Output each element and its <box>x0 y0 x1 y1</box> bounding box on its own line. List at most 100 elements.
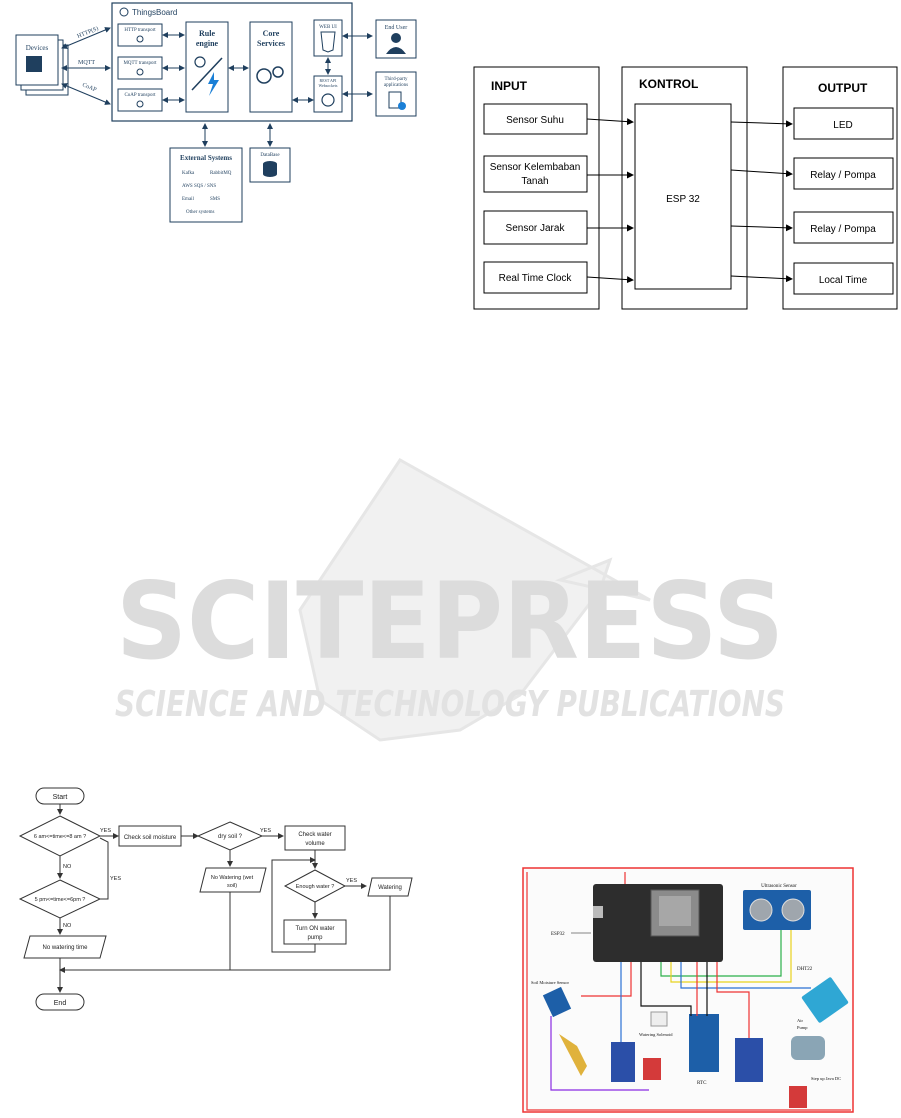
output-box-local-time <box>793 262 894 295</box>
thingsboard-logo-icon <box>119 7 129 17</box>
watering-label: Watering <box>378 885 402 891</box>
input-sensor-jarak: Sensor Jarak <box>506 223 566 234</box>
dht22-sensor <box>801 977 849 1023</box>
gears-icon <box>256 68 272 84</box>
output-title: OUTPUT <box>818 81 868 95</box>
pump-label-2: Pump <box>797 1025 808 1030</box>
end-node <box>35 993 85 1011</box>
no-watering-time-label: No watering time <box>42 945 88 951</box>
gear-icon <box>136 68 144 76</box>
input-sensor-kelembaban: Sensor Kelembaban <box>490 162 581 173</box>
watermark-sub: SCIENCE AND TECHNOLOGY PUBLICATIONS <box>115 684 785 725</box>
time2-no: NO <box>63 923 72 929</box>
core-services-label-2: Services <box>257 39 285 48</box>
control-title: KONTROL <box>639 77 698 91</box>
watermark-mountain-shape <box>298 458 651 742</box>
soil-probe <box>559 1034 587 1076</box>
pump-label-1: Air <box>797 1018 804 1023</box>
block-diagram: INPUT KONTROL OUTPUT Sensor Suhu Sensor … <box>473 66 898 310</box>
input-box-jarak <box>483 210 588 245</box>
input-title: INPUT <box>491 79 528 93</box>
turn-on-pump-node <box>283 919 347 945</box>
output-box-led <box>793 107 894 140</box>
core-services-box <box>249 21 293 113</box>
no-watering-wet-node <box>199 867 267 893</box>
external-other: Other systems <box>186 210 215 215</box>
enough-water-label: Enough water ? <box>296 884 335 890</box>
stepup-left <box>643 1058 661 1080</box>
external-systems-box <box>169 147 243 223</box>
scitepress-watermark: SCITEPRESS SCIENCE AND TECHNOLOGY PUBLIC… <box>115 458 785 742</box>
time2-label: 5 pm<=time<=6pm ? <box>35 897 86 903</box>
protocol-coap: CoAP <box>81 82 97 93</box>
solenoid-label: Watering Solenoid <box>639 1032 673 1037</box>
external-rabbitmq: RabbitMQ <box>210 171 232 176</box>
external-sms: SMS <box>210 197 220 202</box>
rule-engine-box <box>185 21 229 113</box>
end-user-label: End User <box>385 25 408 31</box>
check-soil-label: Check soil moisture <box>124 835 177 841</box>
input-rtc: Real Time Clock <box>499 273 573 284</box>
turn-on-1: Turn ON water <box>295 926 334 932</box>
stepup-right <box>789 1086 807 1108</box>
start-label: Start <box>53 794 68 801</box>
esp32-box <box>634 103 732 290</box>
input-box-rtc <box>483 261 588 294</box>
document-icon <box>388 91 402 109</box>
wires <box>526 872 851 1111</box>
output-relay-2: Relay / Pompa <box>810 224 876 235</box>
output-box-relay-1 <box>793 157 894 190</box>
time1-yes: YES <box>100 828 111 834</box>
thingsboard-architecture-diagram: Devices HTTP(S) MQTT CoAP ThingsBoard HT… <box>15 2 417 223</box>
dht22-label: DHT22 <box>797 967 813 972</box>
gears-icon <box>272 66 284 78</box>
output-relay-1: Relay / Pompa <box>810 170 876 181</box>
third-party-label-2: applications <box>384 83 408 88</box>
dry-soil-label: dry soil ? <box>218 834 243 840</box>
air-pump <box>791 1036 825 1060</box>
external-systems-title: External Systems <box>180 154 232 162</box>
dry-soil-yes: YES <box>260 828 271 834</box>
gears-icon <box>194 56 206 68</box>
check-water-2: volume <box>305 841 325 847</box>
watering-node <box>367 877 413 897</box>
input-box-kelembaban <box>483 155 588 193</box>
watering-solenoid <box>650 1011 668 1027</box>
rtc-module <box>689 1014 719 1072</box>
relay-module-left <box>611 1042 635 1082</box>
output-local-time: Local Time <box>819 275 868 286</box>
soil-label: Soil Moisture Sensor <box>531 980 570 985</box>
devices-stack: Devices <box>15 34 69 96</box>
external-email: Email <box>182 197 195 202</box>
web-ui-box <box>313 19 343 57</box>
watermark-main: SCITEPRESS <box>116 560 784 683</box>
transport-coap: CoAP transport <box>124 93 156 98</box>
thingsboard-brand: ThingsBoard <box>132 8 177 17</box>
rtc-label: RTC <box>697 1081 707 1086</box>
transport-mqtt: MQTT transport <box>123 61 157 66</box>
turn-on-2: pump <box>307 935 323 941</box>
output-box-relay-2 <box>793 211 894 244</box>
transport-boxes: HTTP transport MQTT transport CoAP trans… <box>117 23 163 112</box>
core-services-label-1: Core <box>263 29 280 38</box>
rule-engine-label-2: engine <box>196 39 219 48</box>
external-kafka: Kafka <box>182 171 195 176</box>
third-party-box <box>375 71 417 117</box>
output-led: LED <box>833 120 852 131</box>
gear-icon <box>136 35 144 43</box>
external-aws: AWS SQS / SNS <box>182 184 216 189</box>
relay-module-right <box>735 1038 763 1082</box>
input-sensor-tanah: Tanah <box>521 176 548 187</box>
no-watering-wet-2: soil) <box>227 883 237 889</box>
web-ui-label: WEB UI <box>319 25 337 30</box>
third-party-label-1: Third-party <box>384 77 408 82</box>
wiring-diagram: ESP32 Ultrasonic Sensor DHT22 Soil Moist… <box>522 867 854 1113</box>
user-icon <box>391 33 401 43</box>
protocol-mqtt: MQTT <box>78 60 95 66</box>
lightning-icon <box>208 72 219 96</box>
transport-http: HTTP transport <box>124 28 156 33</box>
watering-flowchart: Start 6 am<=time<=8 am ? YES NO 5 pm<=ti… <box>18 787 413 1011</box>
devices-label: Devices <box>26 44 49 52</box>
no-watering-time-node <box>23 935 107 959</box>
time1-label: 6 am<=time<=8 am ? <box>34 834 86 840</box>
